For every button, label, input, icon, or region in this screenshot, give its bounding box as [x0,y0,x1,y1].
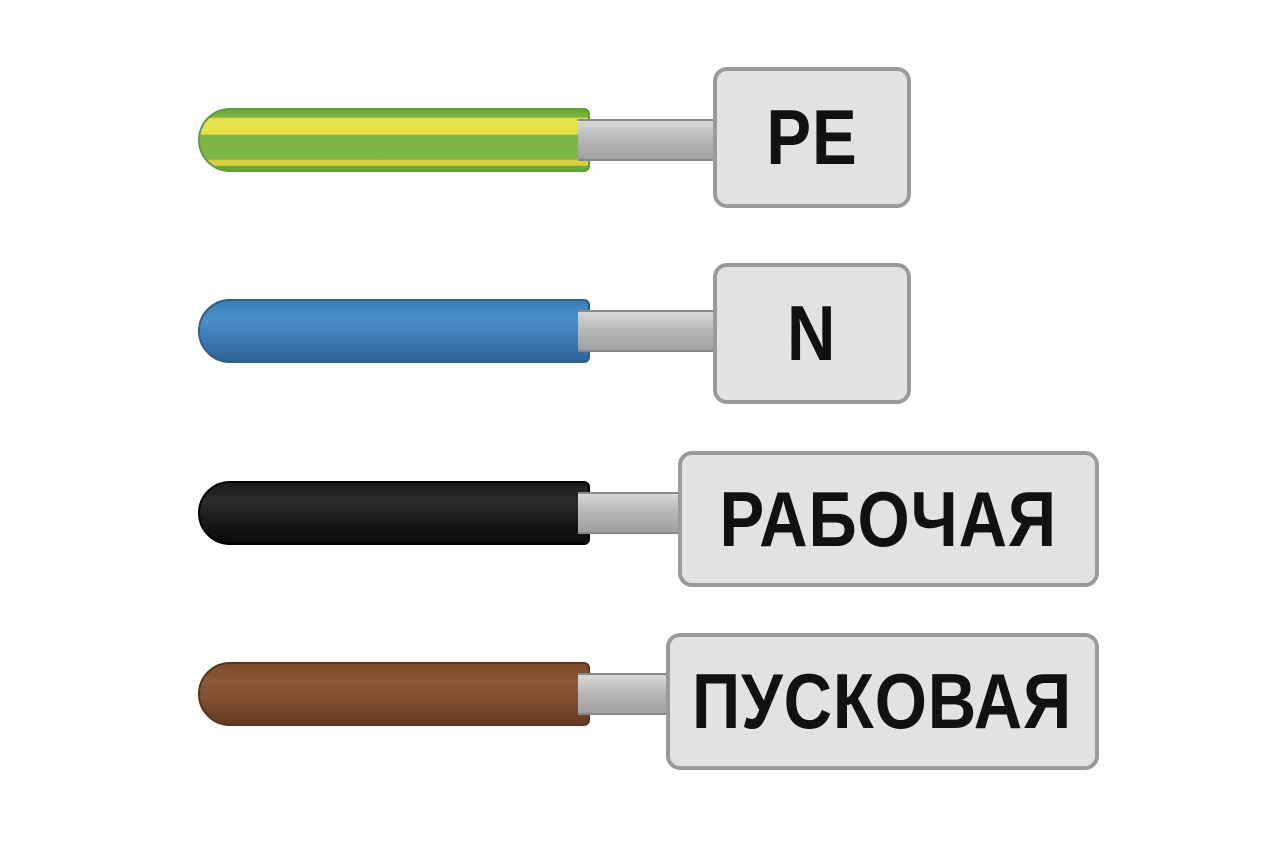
label-pe: PE [713,67,911,208]
label-working-text: РАБОЧАЯ [719,474,1058,563]
label-working: РАБОЧАЯ [678,451,1099,587]
wire-starting-conductor [578,673,671,715]
wire-pe-insulation [198,108,590,172]
label-n: N [713,263,911,404]
wire-n-insulation [198,299,590,363]
wire-pe-conductor [578,119,718,161]
label-pe-text: PE [766,93,858,181]
wire-working-insulation [198,481,590,545]
wire-starting-insulation [198,662,590,726]
label-n-text: N [787,289,837,377]
label-starting-text: ПУСКОВАЯ [692,657,1073,745]
wire-n-conductor [578,310,718,352]
label-starting: ПУСКОВАЯ [666,633,1099,770]
wire-working-conductor [578,492,683,534]
